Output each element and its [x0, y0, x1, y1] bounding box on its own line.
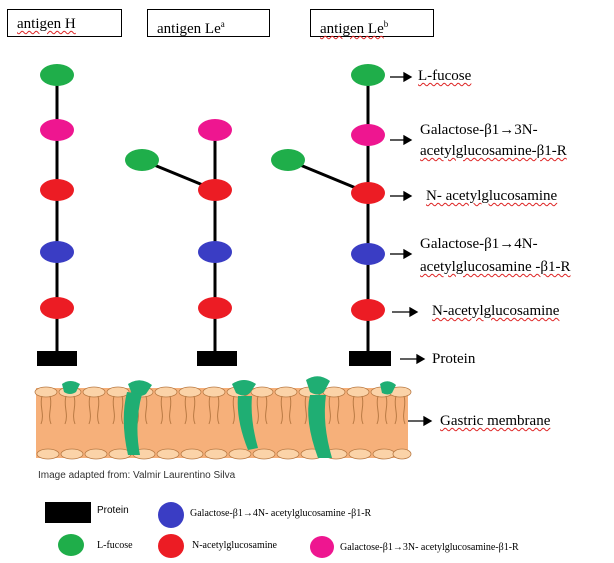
- legend-galactose-b13-swatch: [310, 536, 334, 558]
- label-arrows: [390, 71, 433, 427]
- label-galactose-b13-line1: Galactose-β1→3N-: [420, 122, 538, 138]
- legend-galactose-b14-label: Galactose-β1→4N- acetylglucosamine -β1-R: [190, 508, 372, 519]
- galactose-b13-node: [351, 124, 385, 146]
- legend-protein-label: Protein: [97, 505, 129, 516]
- galactose-b14-node: [198, 241, 232, 263]
- label-protein: Protein: [432, 351, 476, 367]
- fucose-node: [125, 149, 159, 171]
- protein-block: [37, 351, 77, 366]
- chain-antigen-leb: [271, 64, 391, 366]
- fucose-node: [271, 149, 305, 171]
- antigen-lea-title: antigen Le: [157, 21, 221, 37]
- galactose-b14-node: [351, 243, 385, 265]
- label-galactose-b13-line2: acetylglucosamine-β1-R: [420, 143, 567, 159]
- galactose-b13-node: [198, 119, 232, 141]
- label-n-acetylglucosamine-1: N- acetylglucosamine: [426, 188, 558, 204]
- galactose-b14-node: [40, 241, 74, 263]
- chain-antigen-h: [37, 64, 77, 366]
- chain-antigen-lea: [125, 119, 237, 366]
- fucose-node: [40, 64, 74, 86]
- antigen-leb-box: antigen Leb: [310, 9, 434, 37]
- nag-node: [40, 179, 74, 201]
- antigen-lea-sup: a: [220, 19, 225, 29]
- legend-galactose-b14-swatch: [158, 502, 184, 528]
- nag-node: [198, 297, 232, 319]
- nag-node: [351, 299, 385, 321]
- label-n-acetylglucosamine-2: N-acetylglucosamine: [432, 303, 560, 319]
- lipid-row-bottom: [36, 448, 412, 460]
- label-galactose-b14-line1: Galactose-β1→4N-: [420, 236, 538, 252]
- fucose-node: [351, 64, 385, 86]
- nag-node: [198, 179, 232, 201]
- legend-fucose-label: L-fucose: [97, 540, 133, 551]
- label-l-fucose: L-fucose: [418, 68, 472, 84]
- image-credit: Image adapted from: Valmir Laurentino Si…: [38, 470, 236, 481]
- legend-nag-label: N-acetylglucosamine: [192, 540, 277, 551]
- nag-node: [351, 182, 385, 204]
- label-galactose-b14-line2: acetylglucosamine -β1-R: [420, 259, 571, 275]
- protein-block: [197, 351, 237, 366]
- antigen-h-title: antigen H: [17, 16, 76, 32]
- antigen-leb-sup: b: [383, 19, 389, 29]
- legend-nag-swatch: [158, 534, 184, 558]
- antigen-lea-box: antigen Lea: [147, 9, 270, 37]
- galactose-b13-node: [40, 119, 74, 141]
- membrane-proteins: [62, 376, 396, 458]
- antigen-h-box: antigen H: [7, 9, 122, 37]
- protein-block: [349, 351, 391, 366]
- legend-fucose-swatch: [58, 534, 84, 556]
- nag-node: [40, 297, 74, 319]
- label-gastric-membrane: Gastric membrane: [440, 413, 551, 429]
- gastric-membrane: [34, 376, 412, 460]
- legend-protein-swatch: [45, 502, 91, 523]
- legend-galactose-b13-label: Galactose-β1→3N- acetylglucosamine-β1-R: [340, 542, 519, 553]
- antigen-leb-title: antigen Le: [320, 21, 384, 37]
